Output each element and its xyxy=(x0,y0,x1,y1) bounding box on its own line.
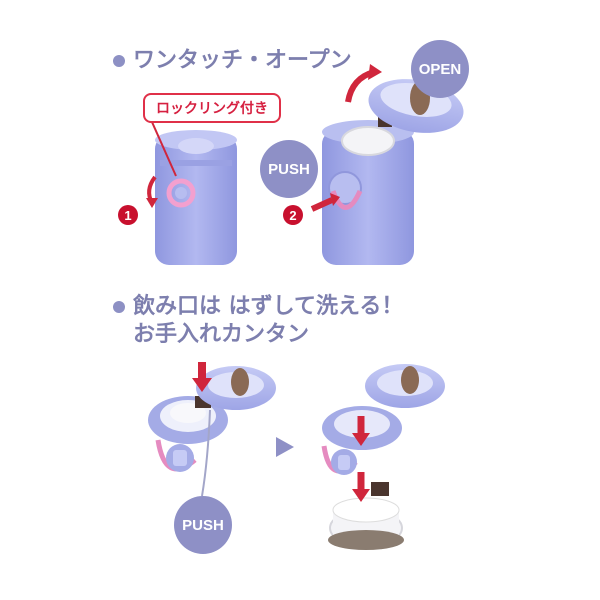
lock-ring-label: ロックリング付き xyxy=(143,93,281,123)
heading-washable-spout: 飲み口は はずして洗える！ xyxy=(113,288,403,320)
bottle-open xyxy=(322,79,464,265)
heading-easy-care: お手入れカンタン xyxy=(133,322,310,347)
heading-text: 飲み口は はずして洗える！ xyxy=(133,294,404,319)
bottle-closed xyxy=(155,130,237,265)
step-1-marker: 1 xyxy=(118,205,138,225)
lid-assembly-right xyxy=(321,364,445,550)
bullet-icon xyxy=(113,55,125,67)
push-badge-top: PUSH xyxy=(260,140,318,198)
bullet-icon xyxy=(113,301,125,313)
push-badge-bottom: PUSH xyxy=(174,496,232,554)
heading-one-touch-open: ワンタッチ・オープン xyxy=(113,42,352,74)
heading-text: ワンタッチ・オープン xyxy=(133,48,352,73)
step-2-marker: 2 xyxy=(283,205,303,225)
lid-assembly-left xyxy=(148,366,276,472)
open-badge: OPEN xyxy=(411,40,469,98)
